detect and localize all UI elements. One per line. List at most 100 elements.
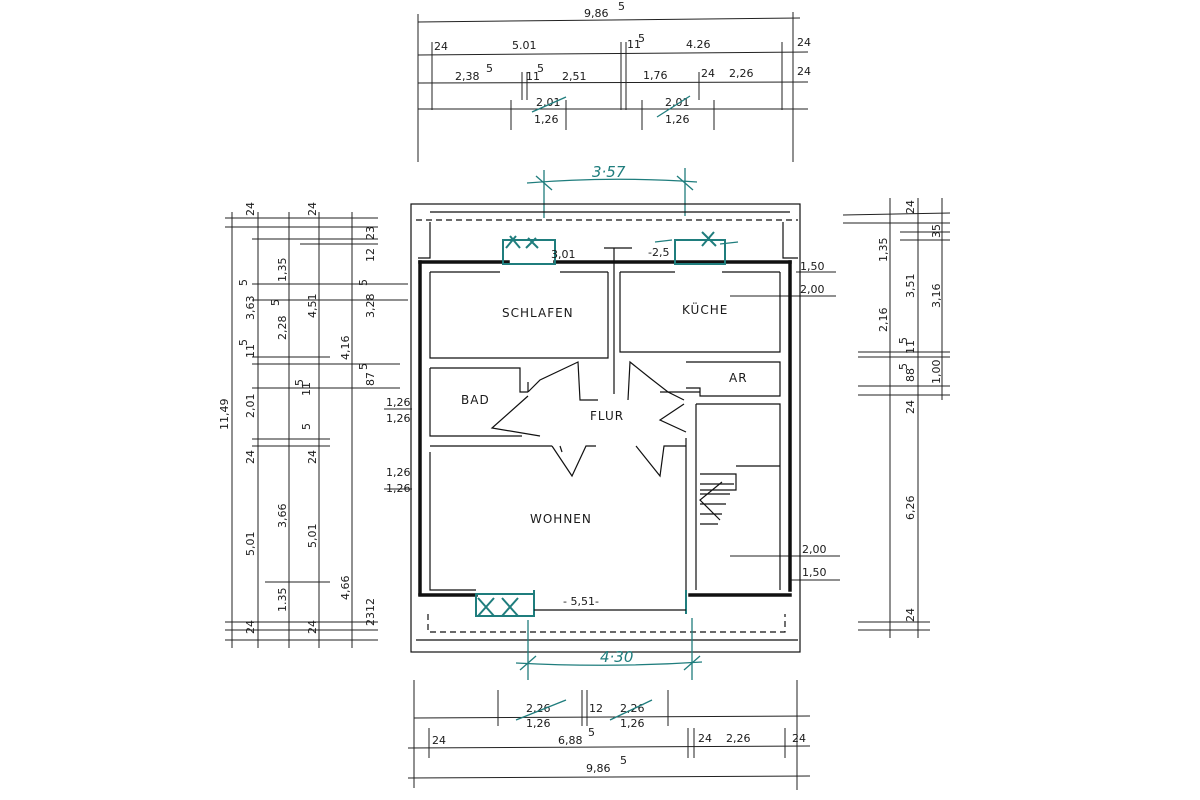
bottom-row1-mid: 12 <box>589 702 603 715</box>
right-opening-dim: 2,00 <box>802 543 827 556</box>
bottom-row2-dim: 2,26 <box>726 732 751 745</box>
top-row3-sup: 5 <box>537 62 544 75</box>
room-label-kueche: KÜCHE <box>682 301 728 317</box>
right-col1-sup: 5 <box>897 337 910 344</box>
room-label-flur: FLUR <box>590 409 624 423</box>
left-col2-sup: 5 <box>293 379 306 386</box>
window-top-left-dim: 3,01 <box>551 248 576 261</box>
left-col4-dim: 12 <box>364 248 377 262</box>
floor-plan-walls <box>410 203 801 653</box>
right-opening-dim: 1,50 <box>802 566 827 579</box>
top-row2-dim: 4.26 <box>686 38 711 51</box>
right-col2-dim: 3,16 <box>930 284 943 309</box>
bottom-row2-dim: 24 <box>698 732 712 745</box>
left-col1-sup: 5 <box>237 279 250 286</box>
left-total-dim: 11,49 <box>218 399 231 431</box>
left-col4-sup: 5 <box>357 279 370 286</box>
right-col1-dim: 11 <box>904 340 917 354</box>
bottom-row2-dim: 24 <box>432 734 446 747</box>
left-col3-dim: 4,66 <box>339 576 352 601</box>
left-col2-dim: 1,35 <box>276 258 289 283</box>
left-col2-dim: 1.35 <box>276 588 289 613</box>
left-opening-dim: 1,26 <box>386 482 411 495</box>
top-row2-sup: 5 <box>638 32 645 45</box>
left-col4-dim: 23 <box>364 612 377 626</box>
top-row3-dim: 24 <box>701 67 715 80</box>
top-dimension-chain: 9,86 5 24 5.01 11 5 4.26 24 2,38 5 11 5 … <box>417 0 811 162</box>
window-corrections <box>475 231 739 617</box>
left-col2-sup: 5 <box>269 299 282 306</box>
right-col1-dim: 24 <box>904 400 917 414</box>
right-col2-dim: 35 <box>930 224 943 238</box>
bottom-row2-dim: 6,88 <box>558 734 583 747</box>
left-col3-dim: 4,16 <box>339 336 352 361</box>
right-col1-dim: 6,26 <box>904 496 917 521</box>
left-col1-sup: 5 <box>237 339 250 346</box>
top-row4-dim: 1,26 <box>534 113 559 126</box>
right-col1-dim: 88 <box>904 368 917 382</box>
top-row3-dim: 11 <box>526 70 540 83</box>
handwritten-bottom-dimension: 4·30 <box>515 618 703 680</box>
left-col1-dim: 5,01 <box>244 532 257 557</box>
top-total-dim: 9,86 <box>584 7 609 20</box>
left-col1-dim: 24 <box>244 620 257 634</box>
right-col2-dim: 1,00 <box>930 360 943 385</box>
left-col3-dim: 5,01 <box>306 524 319 549</box>
room-label-schlafen: SCHLAFEN <box>502 306 574 320</box>
top-row2-dim: 24 <box>797 36 811 49</box>
top-row2-dim: 5.01 <box>512 39 537 52</box>
bottom-total-sup: 5 <box>620 754 627 767</box>
top-row3-dim: 2,51 <box>562 70 587 83</box>
left-dimension-chain: 11,49 24 3,63 5 11 5 2,01 24 5,01 24 1,3… <box>218 202 412 648</box>
top-row4-dim: 1,26 <box>665 113 690 126</box>
handwritten-bottom-label: 4·30 <box>600 648 633 666</box>
top-row2-dim: 24 <box>434 40 448 53</box>
left-col4-dim: 87 <box>364 372 377 386</box>
bottom-row2-dim: 24 <box>792 732 806 745</box>
right-col1-dim: 1,35 <box>877 238 890 263</box>
bottom-row1-dim: 1,26 <box>620 717 645 730</box>
top-total-sup: 5 <box>618 0 625 13</box>
top-row3-dim: 2,38 <box>455 70 480 83</box>
right-col1-dim: 24 <box>904 608 917 622</box>
left-opening-dim: 1,26 <box>386 396 411 409</box>
top-row3-dim: 2,26 <box>729 67 754 80</box>
bottom-dimension-chain: 2,26 1,26 12 2,26 1,26 24 6,88 5 24 2,26… <box>407 680 811 790</box>
left-col4-sup: 5 <box>357 363 370 370</box>
left-col2-dim: 2,28 <box>276 316 289 341</box>
top-row2-dim: 11 <box>627 38 641 51</box>
left-col1-dim: 3,63 <box>244 296 257 321</box>
left-col2-dim: 3,66 <box>276 504 289 529</box>
right-col2-dim: 3,51 <box>904 274 917 299</box>
right-col1-dim: 2,16 <box>877 308 890 333</box>
left-col1-dim: 2,01 <box>244 394 257 419</box>
room-label-wohnen: WOHNEN <box>530 512 592 526</box>
room-label-bad: BAD <box>461 393 490 407</box>
left-col3-dim: 24 <box>306 202 319 216</box>
left-col4-dim: 3,28 <box>364 294 377 319</box>
window-bottom-dim: - 5,51- <box>563 595 599 608</box>
bottom-row1-dim: 1,26 <box>526 717 551 730</box>
left-col1-dim: 24 <box>244 202 257 216</box>
bottom-total-dim: 9,86 <box>586 762 611 775</box>
left-col3-dim: 4,51 <box>306 294 319 319</box>
left-col2-sup: 5 <box>300 423 313 430</box>
handwritten-top-dimension: 3·57 <box>526 163 698 218</box>
left-col3-dim: 24 <box>306 450 319 464</box>
room-label-ar: AR <box>729 371 748 385</box>
handwritten-top-label: 3·57 <box>592 163 626 181</box>
right-opening-dim: 1,50 <box>800 260 825 273</box>
top-row3-dim: 24 <box>797 65 811 78</box>
right-col1-dim: 24 <box>904 200 917 214</box>
left-opening-dim: 1,26 <box>386 412 411 425</box>
top-row4-dim: 2,01 <box>665 96 690 109</box>
right-opening-dim: 2,00 <box>800 283 825 296</box>
left-col2-dim: 11 <box>300 382 313 396</box>
left-col1-dim: 24 <box>244 450 257 464</box>
left-col4-dim: 12 <box>364 598 377 612</box>
left-opening-dim: 1,26 <box>386 466 411 479</box>
bottom-row1-dim: 2,26 <box>526 702 551 715</box>
left-col1-dim: 11 <box>244 344 257 358</box>
right-dimension-chain: 24 1,35 2,16 11 5 88 5 24 6,26 24 35 3,5… <box>730 198 951 638</box>
